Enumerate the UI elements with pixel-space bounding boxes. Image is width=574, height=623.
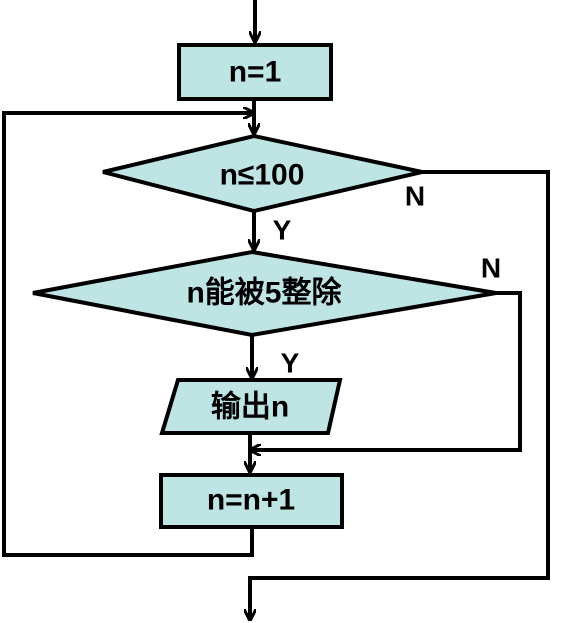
output-parallelogram: [159, 378, 343, 435]
check-label: n能被5整除: [186, 276, 342, 310]
increment-label: n=n+1: [207, 484, 295, 517]
output-label: 输出n: [211, 391, 289, 424]
init-label: n=1: [229, 56, 282, 89]
check-no-bypass-line: [250, 291, 522, 450]
condition-label: n≤100: [220, 159, 305, 192]
check-no-label: N: [481, 253, 501, 284]
loop-back-line: [2, 113, 254, 557]
check-yes-label: Y: [281, 348, 300, 379]
increment-box: [159, 473, 344, 529]
condition-no-exit-line: [250, 170, 550, 620]
condition-diamond: [102, 133, 423, 214]
init-box: [177, 43, 333, 101]
check-diamond: [32, 249, 497, 338]
condition-yes-label: Y: [273, 215, 292, 246]
condition-no-label: N: [405, 181, 425, 212]
